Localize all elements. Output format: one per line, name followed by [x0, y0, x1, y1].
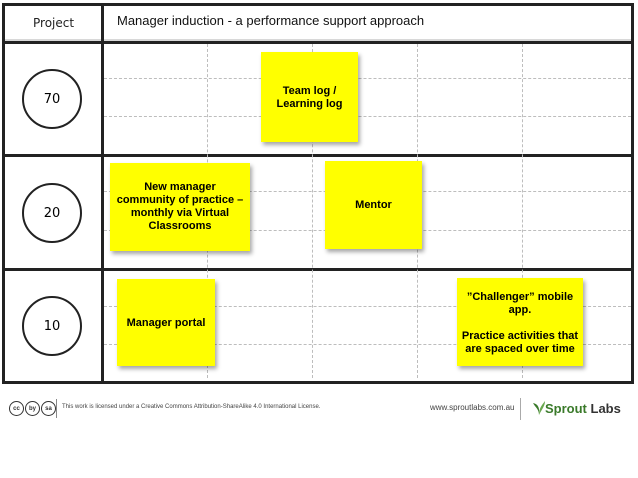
footer: cc by sa This work is licensed under a C… [0, 398, 638, 424]
note-text: New manager community of practice – mont… [116, 181, 244, 232]
grid-line [104, 344, 631, 345]
label-column-divider [101, 6, 104, 381]
share-alike-icon: sa [41, 401, 56, 416]
level-label: 10 [43, 318, 61, 334]
grid-line [104, 306, 631, 307]
level-20-circle: 20 [22, 183, 82, 243]
header-divider-light [5, 39, 631, 41]
sticky-note-challenger-app: ”Challenger” mobile app. Practice activi… [457, 278, 583, 366]
level-label: 20 [43, 205, 61, 221]
footer-separator [56, 399, 57, 418]
brand-separator [520, 398, 521, 420]
note-text: Mentor [355, 199, 392, 211]
grid-line [312, 44, 313, 378]
project-label: Project [33, 16, 75, 30]
note-text: Team log / Learning log [276, 85, 343, 110]
site-link[interactable]: www.sproutlabs.com.au [430, 403, 515, 412]
license-text[interactable]: This work is licensed under a Creative C… [62, 404, 321, 410]
sticky-note-manager-portal: Manager portal [117, 279, 215, 366]
level-10-circle: 10 [22, 296, 82, 356]
creative-commons-icon: cc [9, 401, 24, 416]
sprout-logo-icon [533, 401, 545, 415]
attribution-icon: by [25, 401, 40, 416]
sticky-note-mentor: Mentor [325, 161, 422, 249]
row-divider-2 [5, 268, 631, 271]
sticky-note-team-log: Team log / Learning log [261, 52, 358, 142]
level-70-circle: 70 [22, 69, 82, 129]
row-divider-1 [5, 154, 631, 157]
header-divider [5, 41, 631, 44]
level-label: 70 [43, 91, 61, 107]
grid-line [522, 44, 523, 378]
brand-name: Sprout Labs [545, 401, 621, 416]
note-text: Manager portal [126, 317, 206, 329]
page-title: Manager induction - a performance suppor… [117, 13, 425, 28]
sticky-note-community-of-practice: New manager community of practice – mont… [110, 163, 250, 251]
note-text: ”Challenger” mobile app. Practice activi… [461, 291, 579, 355]
grid-line [104, 78, 631, 79]
grid-line [104, 116, 631, 117]
